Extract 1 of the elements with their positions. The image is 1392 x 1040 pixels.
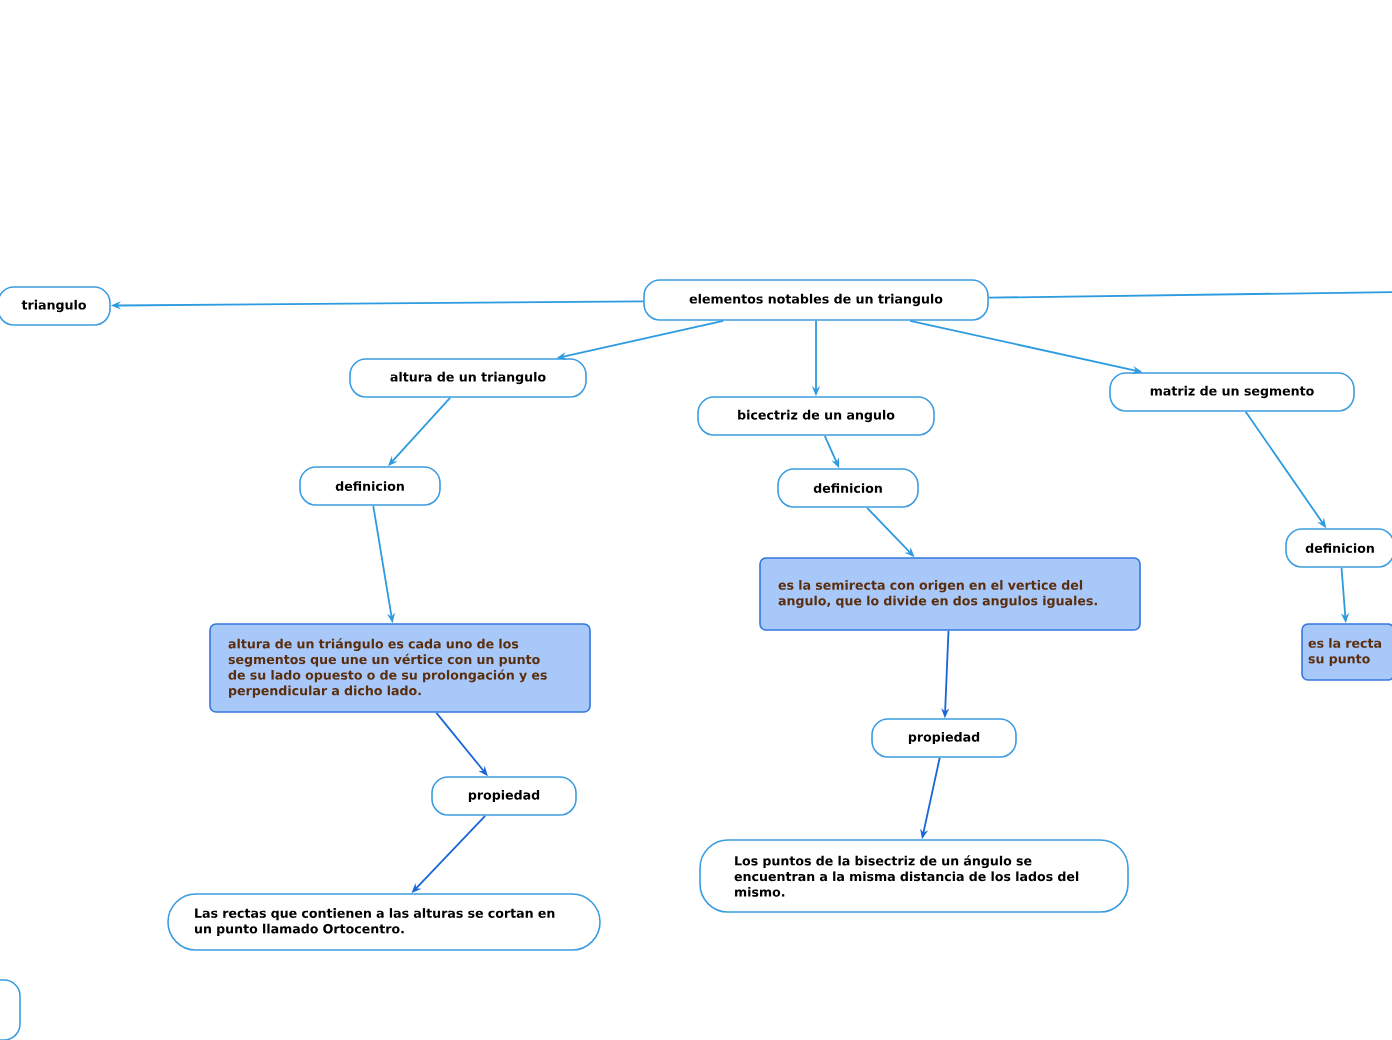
empty-box <box>0 979 21 1040</box>
